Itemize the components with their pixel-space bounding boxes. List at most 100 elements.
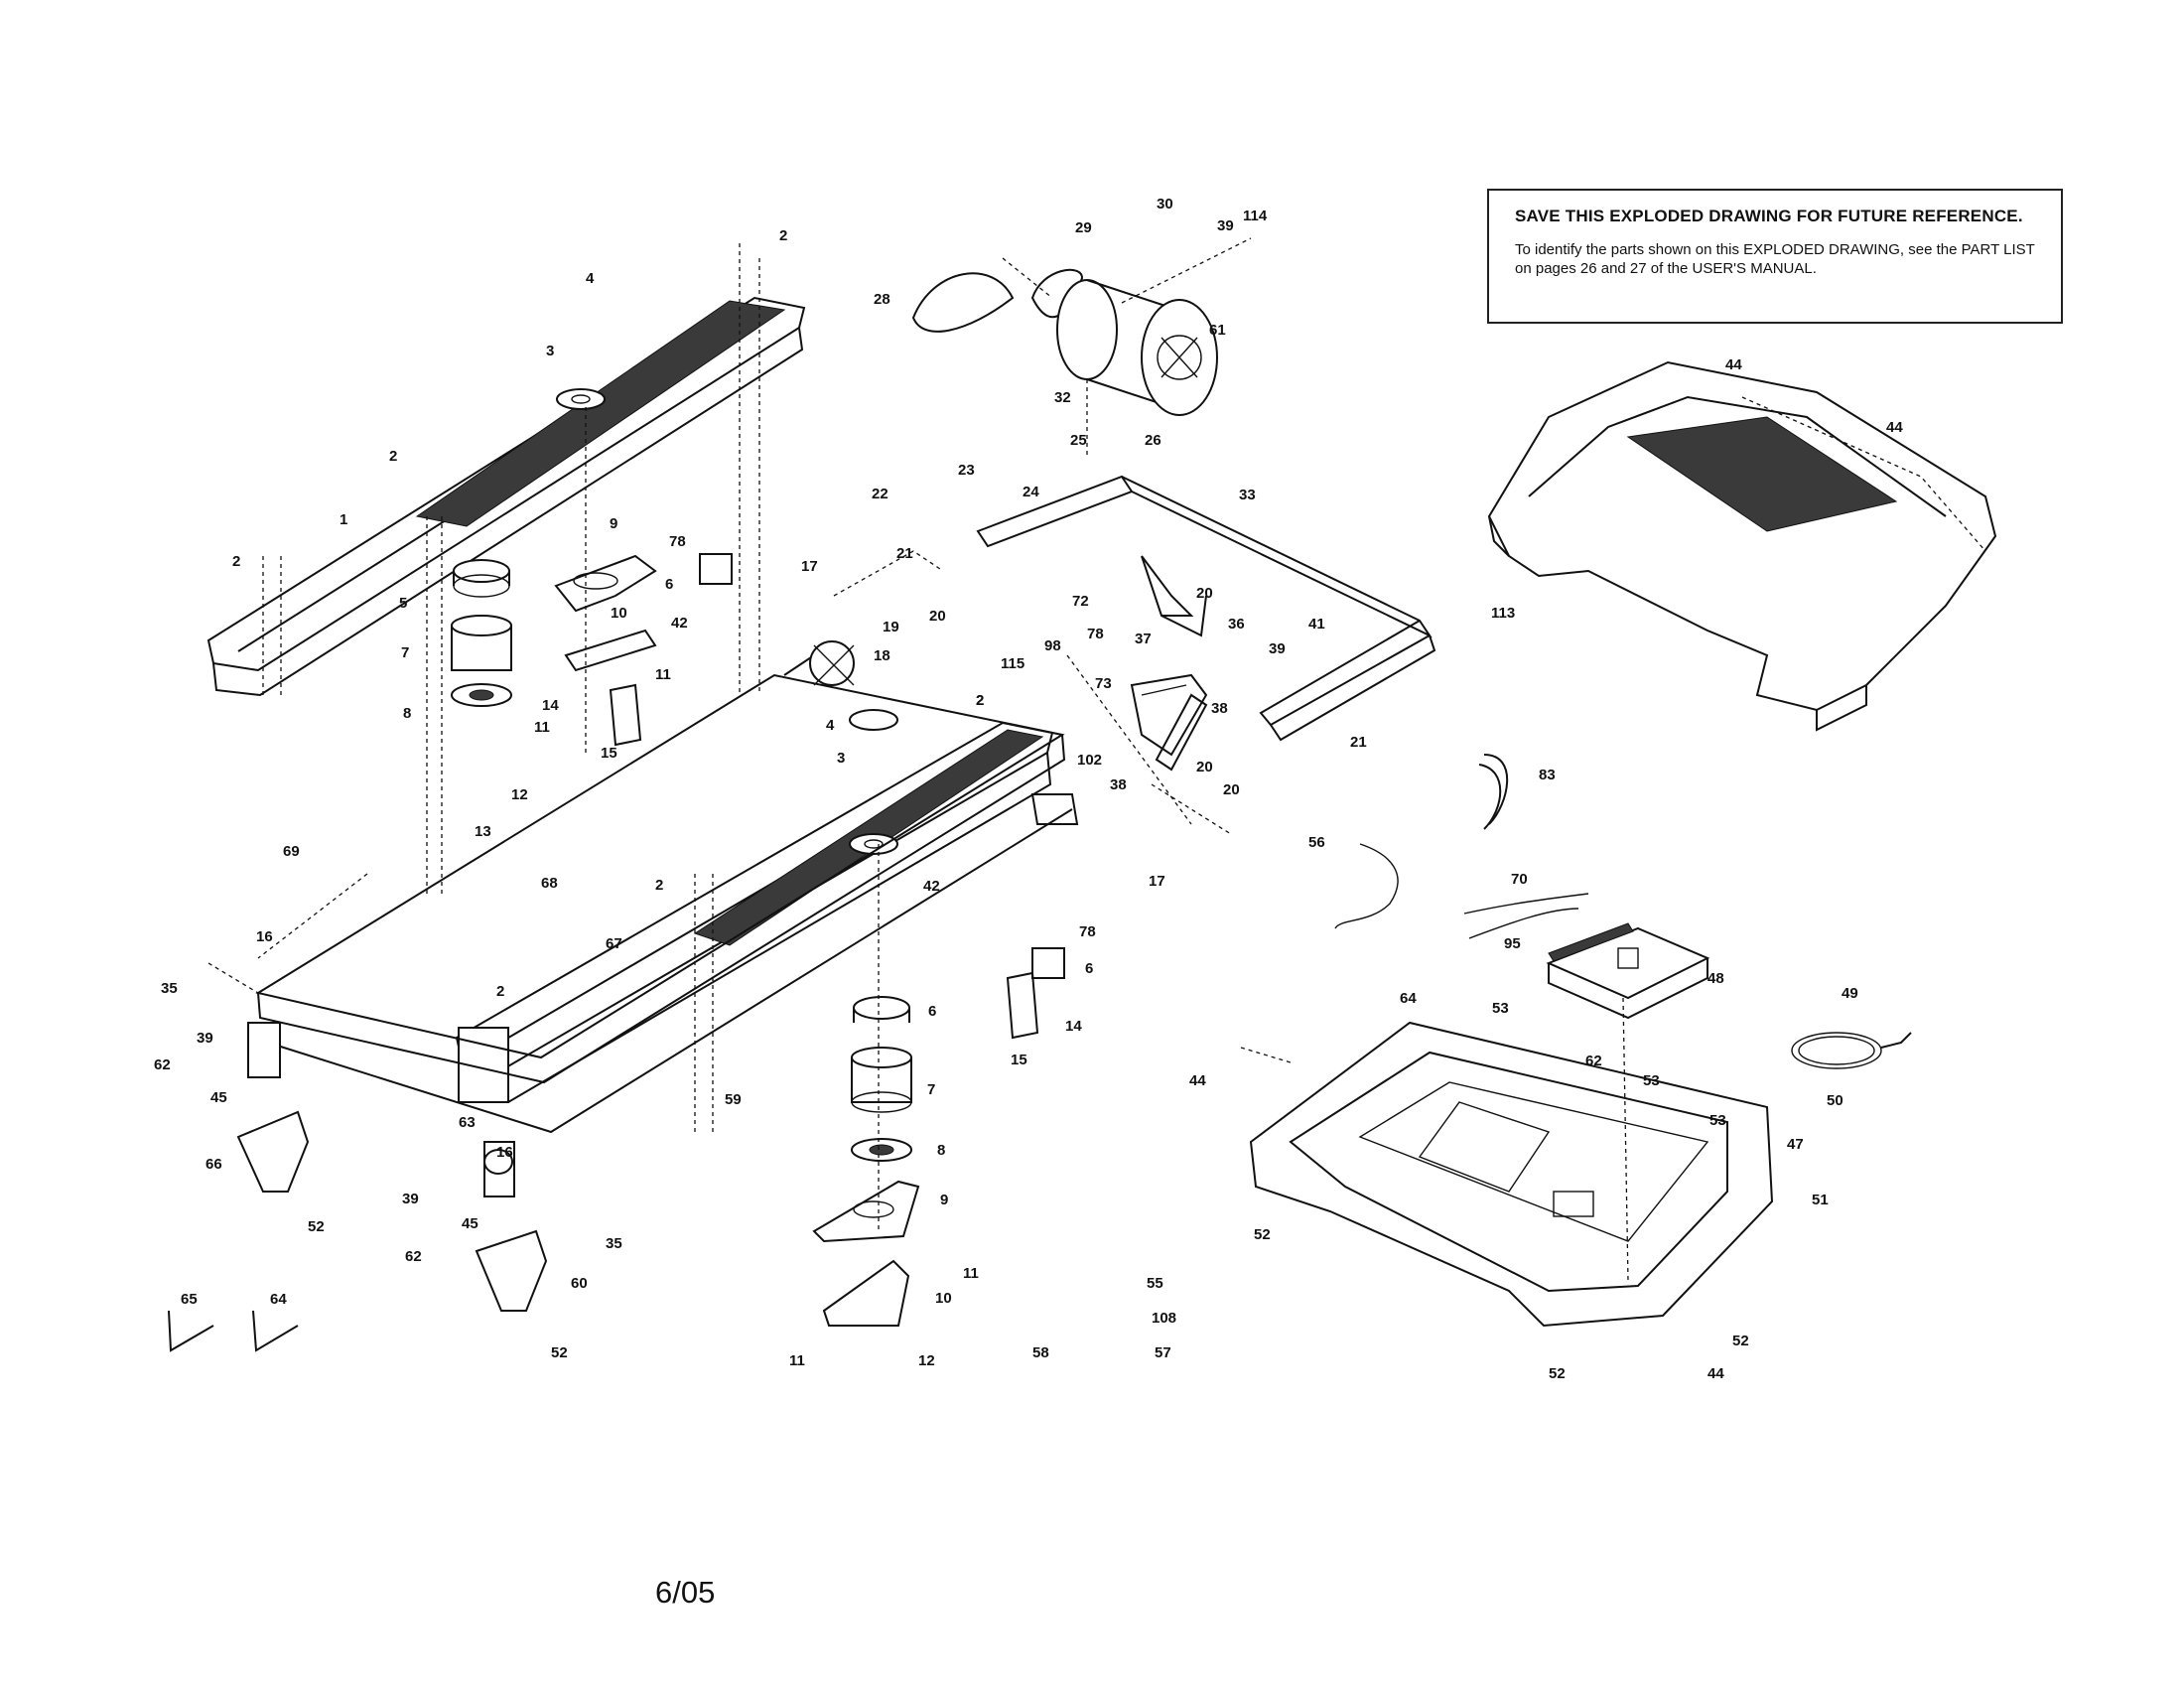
callout: 53: [1643, 1072, 1660, 1089]
callout: 98: [1044, 637, 1061, 654]
left-isolator-stack: [451, 559, 512, 707]
motor-frame: [976, 475, 1436, 742]
callout: 20: [929, 608, 946, 625]
guide-lines: [207, 237, 1986, 1282]
callout: 39: [1269, 640, 1286, 657]
callout: 17: [801, 558, 818, 575]
callout: 16: [256, 928, 273, 945]
notice-title: SAVE THIS EXPLODED DRAWING FOR FUTURE RE…: [1515, 207, 2023, 225]
callout: 4: [826, 717, 835, 734]
callout: 50: [1827, 1092, 1843, 1109]
callout: 10: [611, 605, 627, 622]
callout: 15: [1011, 1052, 1027, 1068]
callout: 8: [403, 705, 411, 722]
left-side-rail: [206, 296, 806, 697]
callout: 42: [923, 878, 940, 895]
callout: 30: [1157, 196, 1173, 212]
callout: 14: [542, 697, 559, 714]
callout: 64: [1400, 990, 1417, 1007]
power-cord: [1791, 1032, 1912, 1069]
callout: 48: [1707, 970, 1724, 987]
callout: 73: [1095, 675, 1112, 692]
callout: 113: [1491, 605, 1515, 622]
callout: 95: [1504, 935, 1521, 952]
callout: 115: [1001, 655, 1024, 672]
callout: 21: [1350, 734, 1367, 751]
callout: 10: [935, 1290, 952, 1307]
callout: 26: [1145, 432, 1161, 449]
controller-board: [1546, 922, 1710, 1020]
drive-motor: [911, 268, 1218, 416]
callout: 2: [389, 448, 397, 465]
callout: 37: [1135, 631, 1152, 647]
callout: 66: [205, 1156, 222, 1173]
callout: 2: [976, 692, 984, 709]
callout: 62: [1585, 1053, 1602, 1069]
callout: 11: [963, 1265, 979, 1282]
callout: 64: [270, 1291, 287, 1308]
right-side-rail: [455, 721, 1054, 1104]
callout: 56: [1308, 834, 1325, 851]
callout: 13: [475, 823, 491, 840]
walking-deck: [247, 640, 1079, 1197]
motor-mount: [1130, 673, 1208, 772]
callout: 63: [459, 1114, 476, 1131]
callout: 61: [1209, 322, 1226, 339]
callout: 44: [1707, 1365, 1724, 1382]
callout: 53: [1492, 1000, 1509, 1017]
callout: 28: [874, 291, 890, 308]
callout: 53: [1709, 1112, 1726, 1129]
end-caps: [168, 1110, 548, 1352]
callout: 2: [232, 553, 240, 570]
callout: 62: [405, 1248, 422, 1265]
callout: 41: [1308, 616, 1325, 633]
callout: 60: [571, 1275, 588, 1292]
callout: 36: [1228, 616, 1245, 633]
callout: 12: [511, 786, 528, 803]
callout: 51: [1812, 1192, 1829, 1208]
callout: 78: [1079, 923, 1096, 940]
left-brackets: [554, 553, 1065, 1040]
callout: 102: [1077, 752, 1102, 769]
callout: 33: [1239, 487, 1256, 503]
callout: 52: [551, 1344, 568, 1361]
callout: 35: [606, 1235, 622, 1252]
callout: 38: [1211, 700, 1228, 717]
callout: 25: [1070, 432, 1087, 449]
callout: 55: [1147, 1275, 1163, 1292]
callout: 44: [1886, 419, 1903, 436]
callout: 49: [1842, 985, 1858, 1002]
callout: 9: [610, 515, 617, 532]
callout: 7: [401, 644, 409, 661]
callout: 19: [883, 619, 899, 635]
callout: 9: [940, 1192, 948, 1208]
callout: 3: [837, 750, 845, 767]
callout-labels: 2 4 3 2 1 2 5 7 8 9 10 14 15 11 11 12 13…: [154, 196, 1903, 1382]
page-id: 6/05: [655, 1575, 716, 1610]
motor-hood: [1487, 360, 1997, 732]
reference-notice: SAVE THIS EXPLODED DRAWING FOR FUTURE RE…: [1487, 189, 2063, 324]
callout: 62: [154, 1056, 171, 1073]
wire-harnesses: [1334, 754, 1589, 939]
callout: 16: [496, 1144, 513, 1161]
callout: 17: [1149, 873, 1165, 890]
callout: 68: [541, 875, 558, 892]
callout: 67: [606, 935, 622, 952]
callout: 42: [671, 615, 688, 632]
callout: 2: [976, 692, 984, 709]
callout: 6: [928, 1003, 936, 1020]
callout: 5: [399, 595, 407, 612]
callout: 22: [872, 486, 888, 502]
callout: 78: [1087, 626, 1104, 642]
callout: 52: [1732, 1333, 1749, 1349]
callout: 114: [1243, 208, 1268, 224]
callout: 2: [779, 227, 787, 244]
callout: 1: [340, 511, 347, 528]
callout: 108: [1152, 1310, 1176, 1327]
base-pan: [1249, 1021, 1774, 1328]
callout: 6: [1085, 960, 1093, 977]
callout: 38: [1110, 776, 1127, 793]
callout: 47: [1787, 1136, 1804, 1153]
